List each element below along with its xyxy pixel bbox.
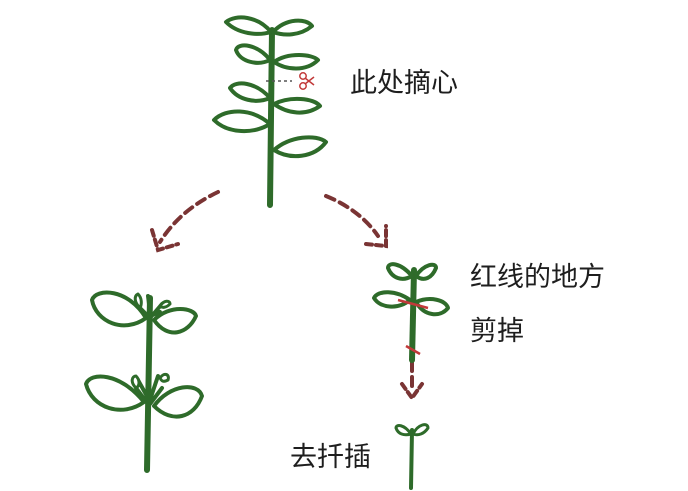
down-arrow [400,360,424,402]
cut-top-leaf [372,290,412,309]
cut-line [397,298,429,310]
top-plant-leaf [228,81,272,103]
cut-top-stem [409,267,417,363]
cutting-stem [409,428,414,490]
top-plant-leaf [271,18,314,37]
cutting [394,423,430,490]
top-plant-leaf [272,53,320,71]
take-cutting-label: 去扦插 [290,442,371,473]
cut-red-line-label: 红线的地方 [470,262,605,293]
cut-top-leaf [386,262,414,281]
cutting-leaf [411,423,430,437]
top-plant-leaf [234,43,272,65]
pinched-plant-leaf [90,290,148,328]
cut-line [405,344,421,356]
top-plant-leaf [224,15,273,36]
top-plant [212,15,328,208]
top-plant-leaf [272,97,322,115]
pinched-plant-stem [144,295,153,473]
left-arrow [150,190,220,253]
pinched-plant-leaf [84,374,146,412]
pinched-plant [84,290,204,473]
pinched-plant-leaf [152,385,204,419]
top-plant-stem [267,27,275,208]
cut-top-leaf [414,262,438,281]
cut-top [372,262,450,363]
cut-top-leaf [414,297,450,317]
top-plant-leaf [212,109,272,134]
scissors-icon [299,72,315,90]
pinched-plant-leaf [152,307,198,335]
right-arrow [324,194,388,249]
cutting-leaf [394,424,413,437]
top-plant-leaf [272,135,328,159]
cut-off-label: 剪掉 [470,316,524,347]
pinch-here-label: 此处摘心 [350,68,458,99]
